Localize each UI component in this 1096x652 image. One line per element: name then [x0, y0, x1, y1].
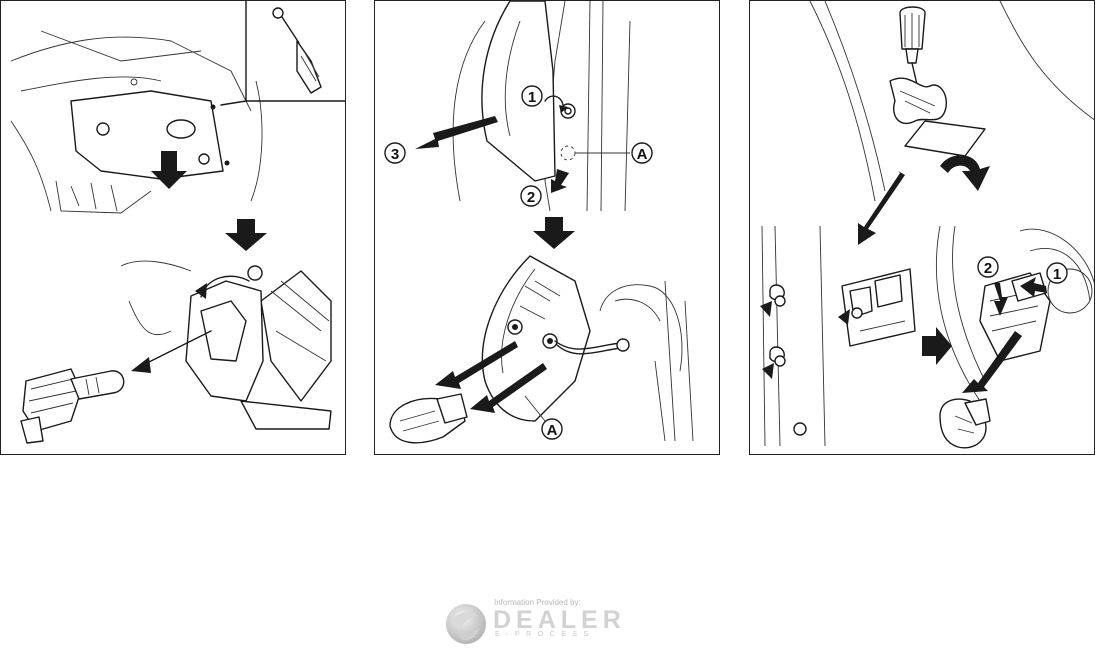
callout-1: 1: [1053, 266, 1061, 283]
remove-arrow-icon: [131, 357, 151, 373]
curved-arrow-icon: [940, 155, 990, 191]
wedge-bulb-icon: [390, 394, 467, 443]
festoon-bulb-icon: [940, 399, 990, 448]
headlight-bulb-icon: [21, 369, 124, 443]
callout-2: 2: [984, 260, 992, 277]
footer-subbrand: E-PROCESS: [495, 631, 595, 638]
callout-a-lower: A: [547, 422, 558, 439]
callout-1: 1: [528, 89, 536, 106]
panel-tail-lamp-bulb: 1 2 3 A A: [374, 0, 720, 455]
globe-logo-icon: [444, 602, 488, 646]
step-arrow-icon: [225, 219, 267, 251]
callout-3: 3: [391, 146, 399, 163]
dealer-eprocess-watermark: Information Provided by: DEALER E-PROCES…: [444, 596, 644, 646]
panel-interior-lamp-bulb: 1 2: [749, 0, 1095, 455]
callout-2: 2: [527, 189, 535, 206]
step-arrow-icon: [533, 217, 575, 249]
panel-headlight-bulb: [0, 0, 346, 455]
callout-a-upper: A: [637, 146, 648, 163]
tail-lamp-lens: [482, 1, 555, 181]
step-arrow-icon: [858, 171, 905, 245]
headlight-bulb-illustration: [1, 1, 346, 455]
splash-cover: [71, 91, 223, 179]
interior-lamp-illustration: 1 2: [750, 1, 1095, 455]
tail-lamp-illustration: 1 2 3 A A: [375, 1, 720, 455]
lamp-lens: [905, 121, 985, 156]
arrow-right-icon: [922, 327, 952, 365]
screwdriver-icon: [273, 8, 321, 93]
